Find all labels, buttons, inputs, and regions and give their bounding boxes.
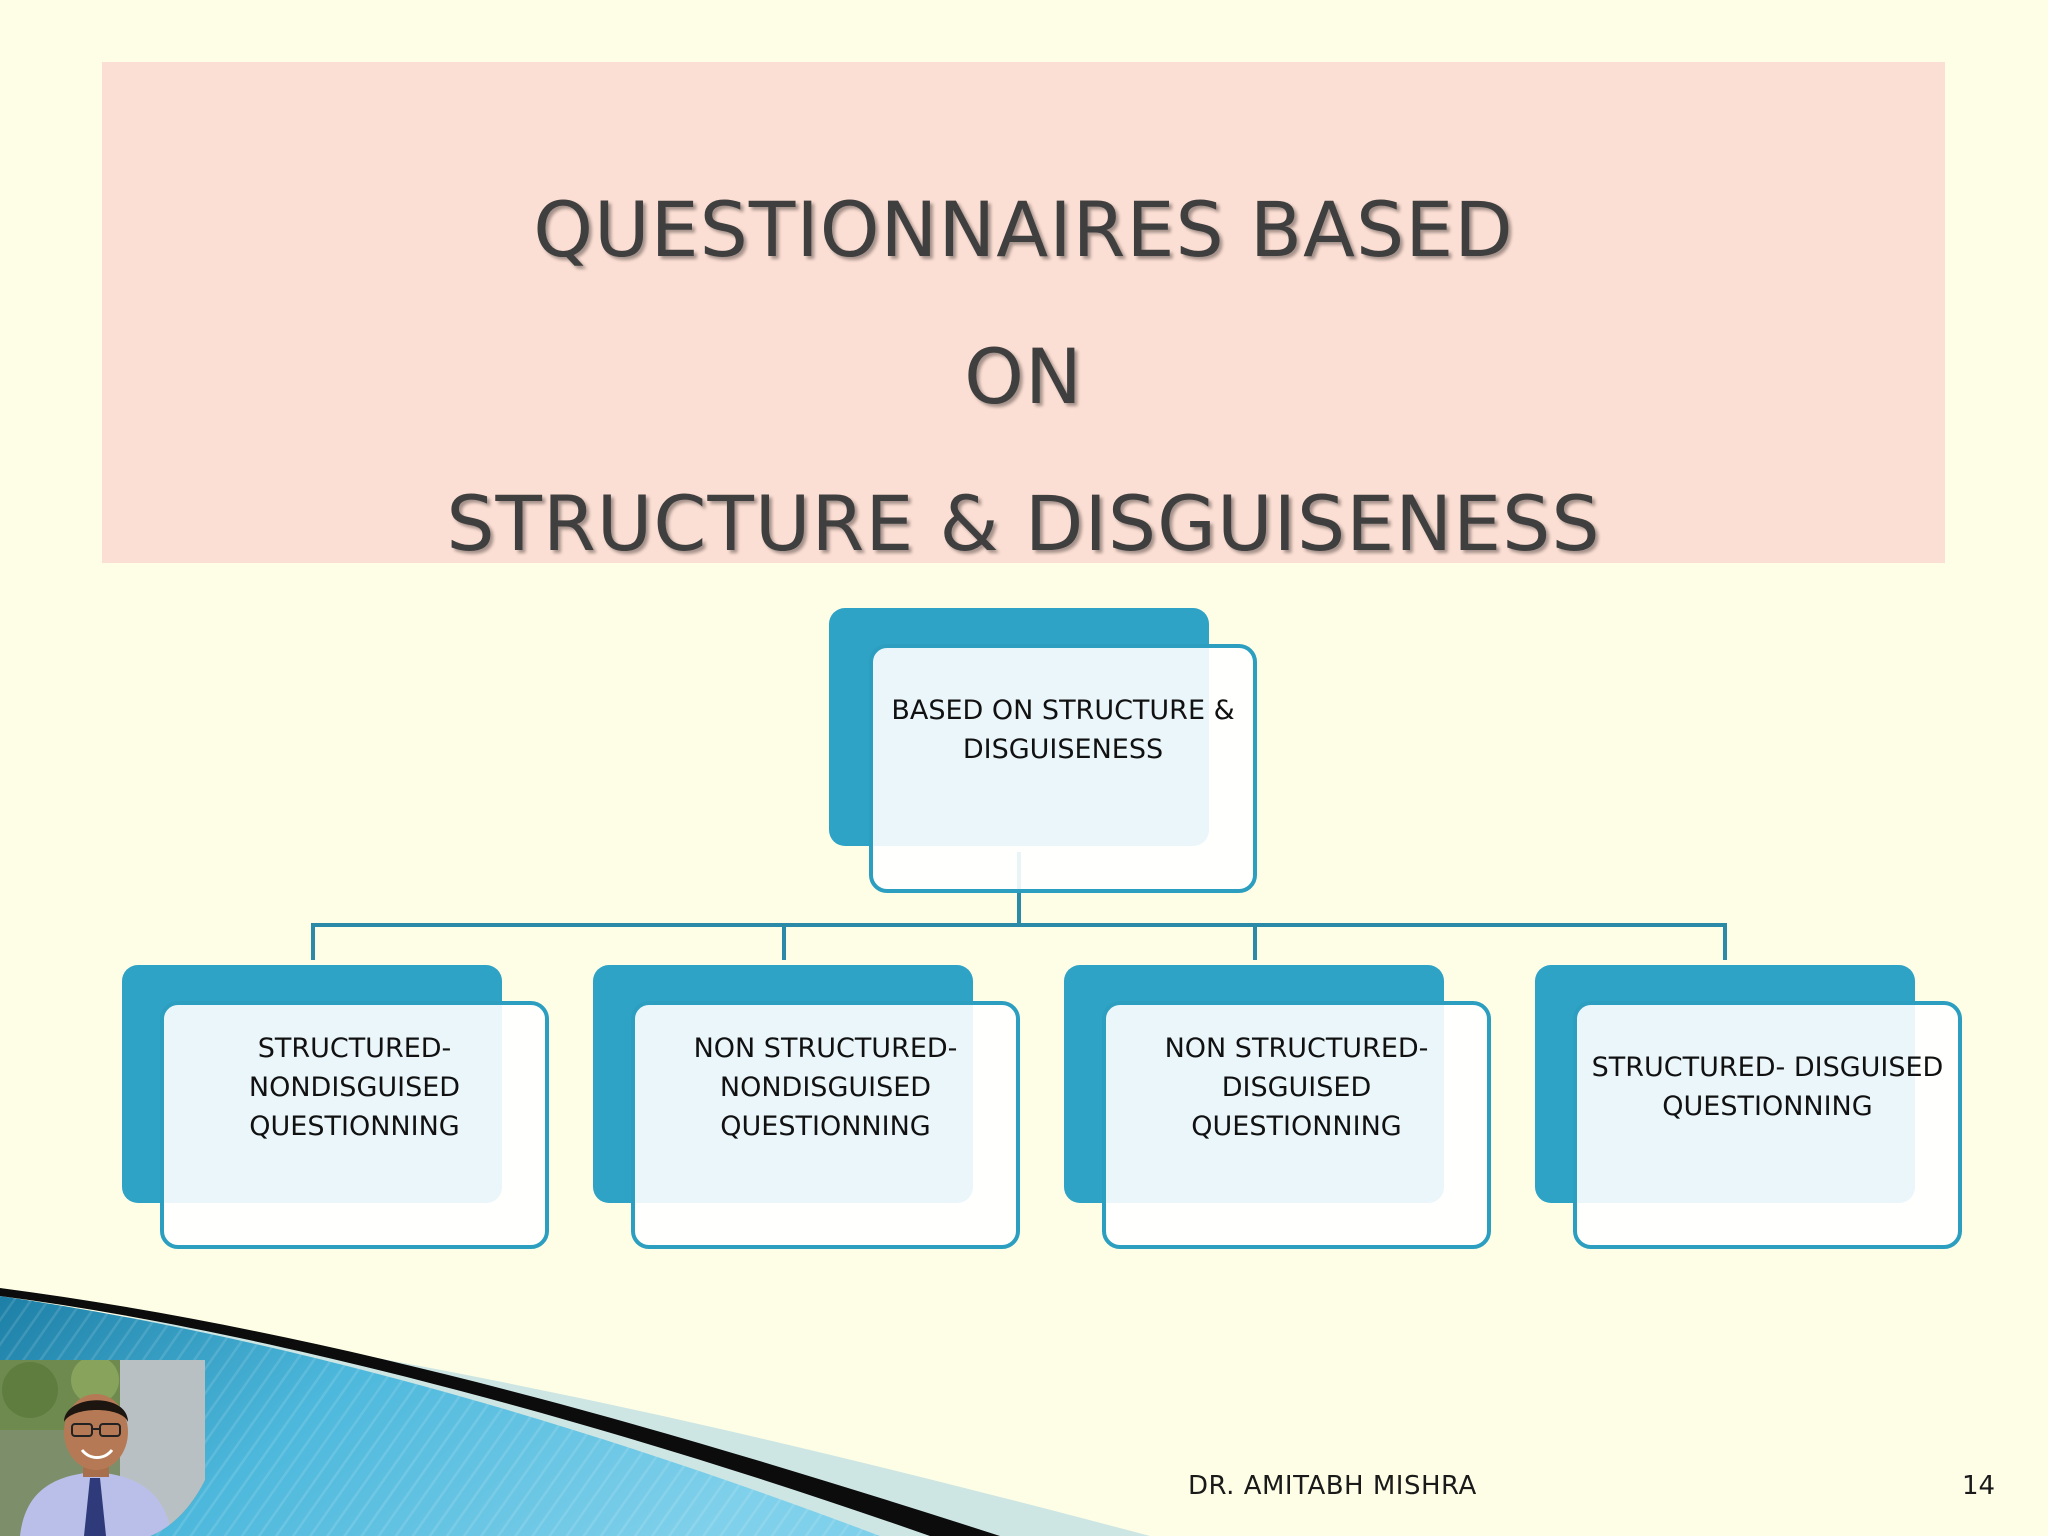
root-node-label: BASED ON STRUCTURE & DISGUISENESS [891,695,1235,765]
root-node: BASED ON STRUCTURE & DISGUISENESS [829,608,1257,893]
slide-page-number: 14 [1962,1471,1996,1501]
child-node-label: NON STRUCTURED- NONDISGUISED QUESTIONNIN… [693,1032,958,1142]
slide-title-line-2: ON [964,332,1083,421]
child-node-label: STRUCTURED- DISGUISED QUESTIONNING [1591,1052,1944,1122]
person-photo-icon [0,1360,205,1536]
root-node-box [869,644,1257,893]
child-node-label: STRUCTURED- NONDISGUISED QUESTIONNING [248,1032,461,1142]
child-node-label: NON STRUCTURED- DISGUISED QUESTIONNING [1164,1032,1429,1142]
child-node-structured-disguised: STRUCTURED- DISGUISED QUESTIONNING [1535,965,1962,1249]
child-node-box [1573,1001,1962,1249]
title-banner: QUESTIONNAIRES BASED ON STRUCTURE & DISG… [102,62,1945,563]
child-node-nonstructured-nondisguised: NON STRUCTURED- NONDISGUISED QUESTIONNIN… [593,965,1020,1249]
child-node-structured-nondisguised: STRUCTURED- NONDISGUISED QUESTIONNING [122,965,549,1249]
child-node-nonstructured-disguised: NON STRUCTURED- DISGUISED QUESTIONNING [1064,965,1491,1249]
slide-title-line-3: STRUCTURE & DISGUISENESS [446,479,1601,568]
decor-black-swoosh [0,1288,1000,1536]
decor-blue-stripes [0,1296,880,1536]
child-node-box [631,1001,1020,1249]
footer-author: DR. AMITABH MISHRA [1188,1471,1477,1501]
slide-title-line-1: QUESTIONNAIRES BASED [533,185,1514,274]
presenter-photo [0,1360,205,1536]
child-node-box [1102,1001,1491,1249]
child-node-box [160,1001,549,1249]
